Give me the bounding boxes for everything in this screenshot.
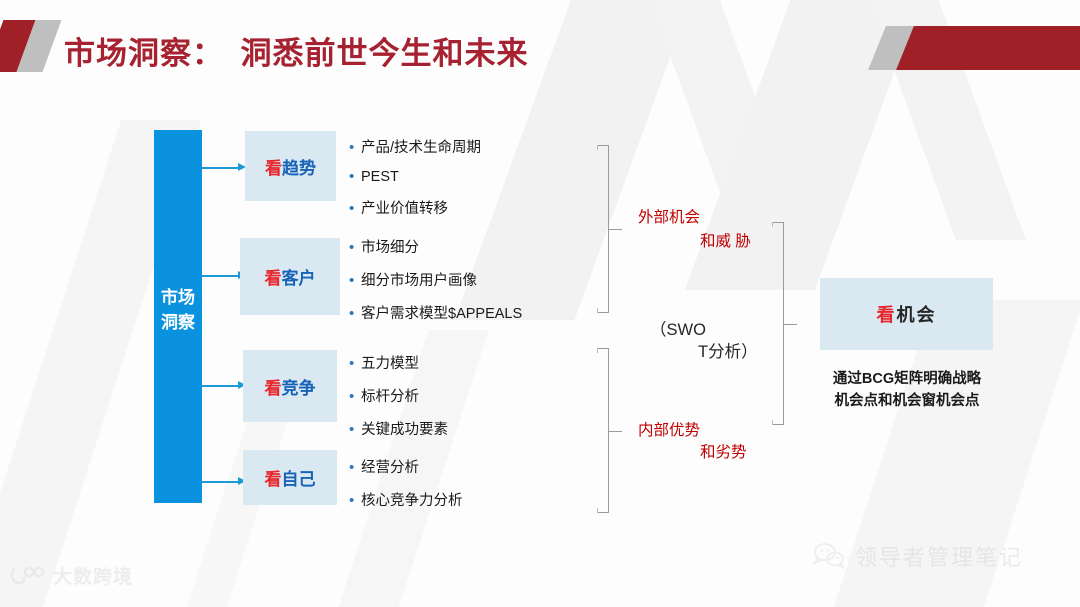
branch-label-competition: 看竞争 — [264, 378, 316, 398]
bullet-list-competition: • 五力模型 • 标杆分析 • 关键成功要素 — [349, 352, 448, 451]
bullet-dot-icon: • — [349, 388, 355, 405]
bullet-dot-icon: • — [349, 355, 355, 372]
annotation-external-line2: 和威 胁 — [700, 233, 751, 250]
list-item: • 市场细分 — [349, 239, 419, 256]
list-item: • 客户需求模型$APPEALS — [349, 305, 523, 322]
list-item: • 关键成功要素 — [349, 421, 448, 438]
connector-arrow-1 — [202, 163, 246, 172]
annotation-internal-line2: 和劣势 — [700, 444, 747, 461]
spine-bar — [154, 130, 202, 503]
branch-box-customer[interactable]: 看客户 — [240, 238, 340, 315]
list-item: • 经营分析 — [349, 459, 419, 476]
connector-arrow-4 — [202, 477, 246, 486]
outcome-box-opportunity[interactable]: 看机会 — [820, 278, 993, 350]
list-item: • 五力模型 — [349, 355, 419, 372]
spine-label-wrap: 市场洞察 — [154, 245, 202, 375]
annotation-external-line1: 外部机会 — [638, 209, 701, 226]
outcome-caption-line2: 机会点和机会窗机会点 — [834, 393, 980, 409]
bullet-dot-icon: • — [349, 305, 355, 322]
bullet-dot-icon: • — [349, 421, 355, 438]
bullet-dot-icon: • — [349, 459, 355, 476]
watermark-bottom-right: 领导者管理笔记 — [812, 540, 1023, 572]
list-item: • PEST — [349, 168, 399, 185]
list-item: • 标杆分析 — [349, 388, 419, 405]
bullet-dot-icon: • — [349, 272, 355, 289]
watermark-bottom-right-text: 领导者管理笔记 — [855, 545, 1024, 570]
bullet-dot-icon: • — [349, 492, 355, 509]
connector-arrow-3 — [202, 381, 246, 390]
watermark-bottom-left-text: 大数跨境 — [53, 567, 134, 588]
branch-box-trend[interactable]: 看趋势 — [245, 131, 336, 201]
bullet-dot-icon: • — [349, 200, 355, 217]
branch-box-self[interactable]: 看自己 — [243, 450, 337, 505]
header-right-red-banner — [896, 26, 1080, 70]
outcome-caption: 通过BCG矩阵明确战略 机会点和机会窗机会点 — [812, 368, 1002, 412]
bullet-list-customer: • 市场细分 • 细分市场用户画像 • 客户需求模型$APPEALS — [349, 236, 522, 335]
list-item: • 核心竞争力分析 — [349, 492, 463, 509]
list-item: • 产品/技术生命周期 — [349, 139, 482, 156]
branch-label-trend: 看趋势 — [265, 158, 316, 178]
bullet-list-self: • 经营分析 • 核心竞争力分析 — [349, 456, 463, 522]
annotation-swot-line2: T分析） — [698, 343, 758, 361]
bracket-outcome — [772, 222, 799, 425]
bracket-internal — [597, 348, 623, 513]
bullet-list-trend: • 产品/技术生命周期 • PEST • 产业价值转移 — [349, 136, 481, 230]
outcome-label: 看机会 — [876, 305, 937, 325]
page-title: 市场洞察： 洞悉前世今生和未来 — [64, 36, 529, 71]
dashujingjing-logo-icon — [10, 566, 45, 584]
bracket-external — [597, 145, 623, 313]
bullet-dot-icon: • — [349, 139, 355, 156]
list-item: • 细分市场用户画像 — [349, 272, 477, 289]
branch-label-customer: 看客户 — [264, 269, 316, 288]
annotation-swot-line1: （SWO — [650, 321, 706, 339]
annotation-internal-line1: 内部优势 — [638, 422, 701, 439]
outcome-caption-line1: 通过BCG矩阵明确战略 — [832, 371, 982, 387]
spine-label: 市场洞察 — [161, 288, 195, 332]
branch-box-competition[interactable]: 看竞争 — [243, 350, 337, 422]
bullet-dot-icon: • — [349, 239, 355, 256]
wechat-icon — [812, 543, 845, 569]
watermark-bottom-left: 大数跨境 — [10, 562, 133, 589]
bullet-dot-icon: • — [349, 168, 355, 185]
branch-label-self: 看自己 — [264, 470, 316, 489]
list-item: • 产业价值转移 — [349, 200, 448, 217]
